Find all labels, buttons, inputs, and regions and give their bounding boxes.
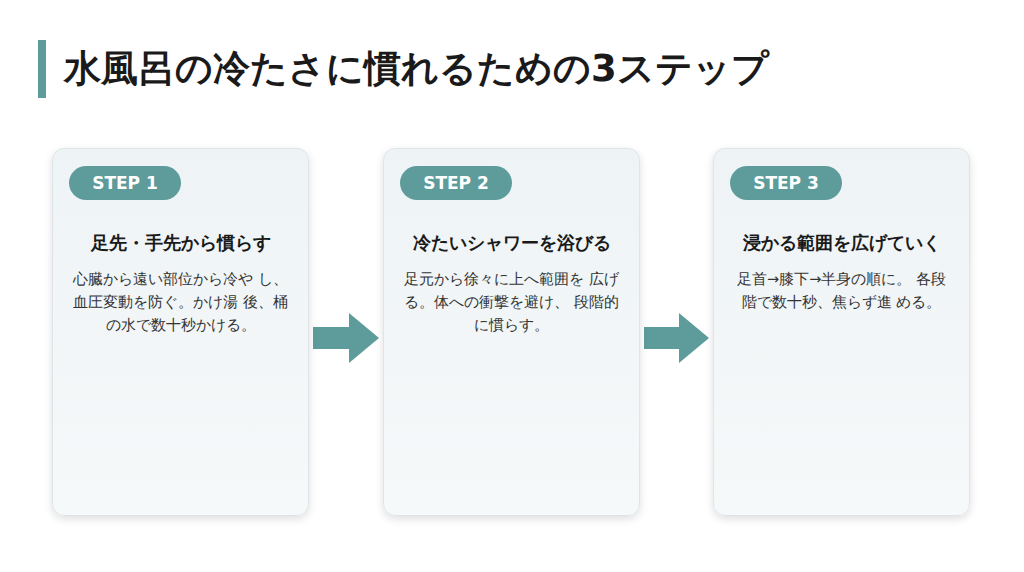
- step-label: STEP 3: [753, 173, 819, 193]
- step-label: STEP 2: [423, 173, 489, 193]
- flow-arrow: [313, 313, 379, 363]
- diagram-title: 水風呂の冷たさに慣れるための3ステップ: [64, 40, 769, 98]
- step-heading: 冷たいシャワーを浴びる: [392, 231, 631, 255]
- step-card: 浸かる範囲を広げていく足首→膝下→半身の順に。 各段階で数十秒、焦らず進 める。…: [713, 148, 970, 516]
- step-heading: 足先・手先から慣らす: [61, 231, 300, 255]
- step-description: 心臓から遠い部位から冷や し、血圧変動を防ぐ。かけ湯 後、桶の水で数十秒かける。: [71, 268, 290, 337]
- step-heading: 浸かる範囲を広げていく: [722, 231, 961, 255]
- flow-arrow: [644, 313, 709, 363]
- step-label: STEP 1: [92, 173, 158, 193]
- step-description: 足首→膝下→半身の順に。 各段階で数十秒、焦らず進 める。: [732, 268, 951, 314]
- step-pill: STEP 3: [730, 166, 842, 200]
- step-pill: STEP 1: [69, 166, 181, 200]
- step-pill: STEP 2: [400, 166, 512, 200]
- title-bar: [38, 40, 46, 98]
- step-description: 足元から徐々に上へ範囲を 広げる。体への衝撃を避け、 段階的に慣らす。: [402, 268, 621, 337]
- step-card: 足先・手先から慣らす心臓から遠い部位から冷や し、血圧変動を防ぐ。かけ湯 後、桶…: [52, 148, 309, 516]
- step-card: 冷たいシャワーを浴びる足元から徐々に上へ範囲を 広げる。体への衝撃を避け、 段階…: [383, 148, 640, 516]
